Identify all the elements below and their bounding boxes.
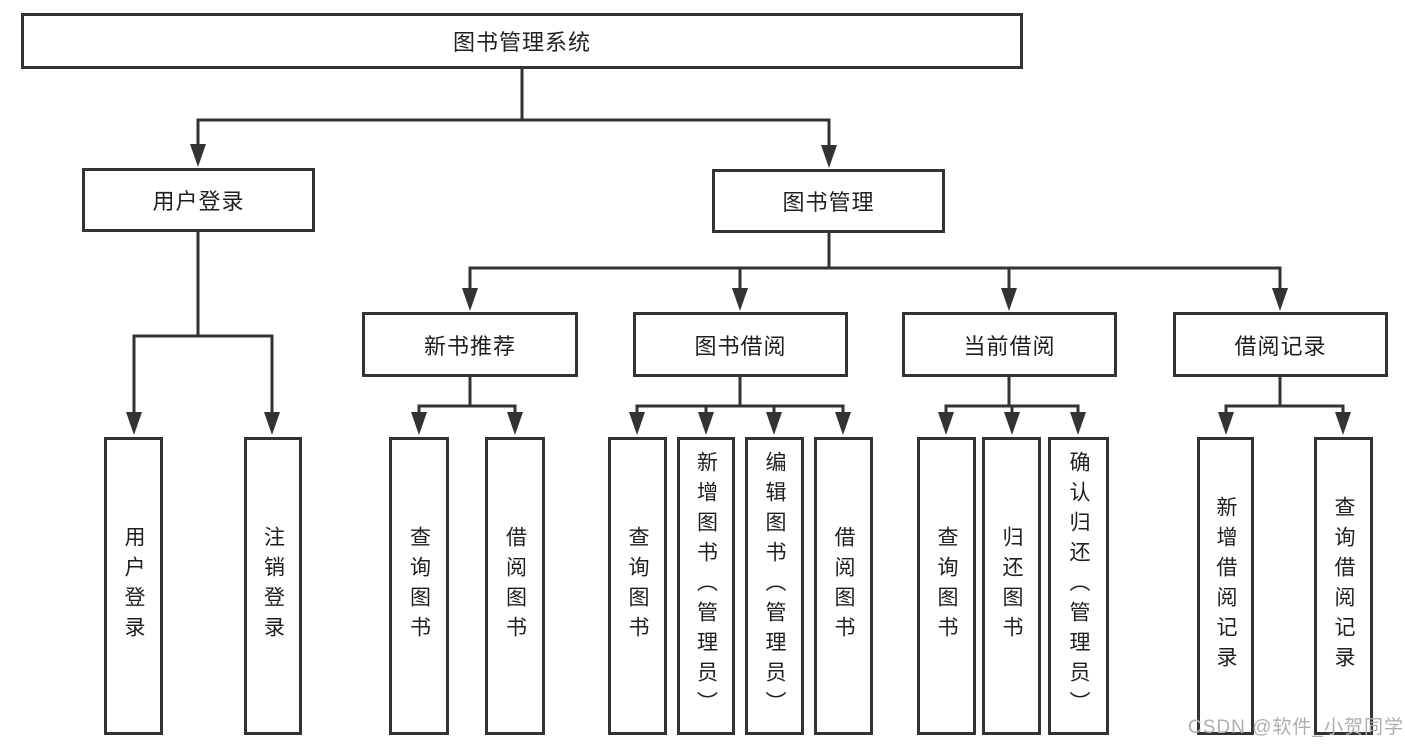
leaf-label: 借阅图书	[832, 526, 855, 646]
leaf-query-books-borrowing: 查询图书	[608, 437, 667, 735]
node-label: 图书借阅	[694, 333, 787, 359]
leaf-label: 新增借阅记录	[1214, 496, 1237, 676]
leaf-label: 注销登录	[261, 526, 285, 646]
leaf-confirm-return-admin: 确认归还（管理员）	[1048, 437, 1109, 735]
leaf-label: 归还图书	[1000, 526, 1023, 646]
node-user-login: 用户登录	[82, 168, 315, 232]
node-borrow-records: 借阅记录	[1173, 312, 1388, 377]
node-label: 当前借阅	[963, 333, 1056, 359]
csdn-watermark: CSDN @软件_小贺同学	[1188, 717, 1404, 738]
leaf-query-books-recommend: 查询图书	[389, 437, 449, 735]
leaf-label: 新增图书（管理员）	[694, 451, 718, 721]
arrow-head-icons	[126, 144, 1351, 435]
leaf-label: 查询图书	[935, 526, 958, 646]
leaf-borrow-books-recommend: 借阅图书	[485, 437, 545, 735]
node-label: 图书管理	[782, 190, 875, 215]
leaf-label: 编辑图书（管理员）	[763, 451, 786, 721]
node-book-borrowing: 图书借阅	[633, 312, 848, 377]
leaf-add-books-admin: 新增图书（管理员）	[677, 437, 735, 735]
leaf-user-login: 用户登录	[104, 437, 163, 735]
connector-paths	[132, 65, 1345, 417]
node-label: 图书管理系统	[452, 30, 591, 55]
node-label: 新书推荐	[423, 333, 516, 359]
node-new-book-recommend: 新书推荐	[362, 312, 578, 377]
node-label: 借阅记录	[1234, 333, 1327, 359]
leaf-add-borrow-record: 新增借阅记录	[1197, 437, 1254, 735]
leaf-label: 查询图书	[626, 526, 649, 646]
leaf-label: 用户登录	[122, 526, 145, 646]
leaf-label: 借阅图书	[503, 526, 527, 646]
leaf-borrow-books-borrowing: 借阅图书	[814, 437, 873, 735]
node-root-system: 图书管理系统	[21, 13, 1023, 69]
leaf-query-books-current: 查询图书	[917, 437, 976, 735]
node-book-management: 图书管理	[712, 169, 945, 233]
leaf-return-books: 归还图书	[982, 437, 1041, 735]
leaf-label: 查询图书	[407, 526, 431, 646]
node-label: 用户登录	[152, 189, 245, 214]
leaf-label: 确认归还（管理员）	[1067, 451, 1090, 721]
leaf-label: 查询借阅记录	[1332, 496, 1355, 676]
leaf-edit-books-admin: 编辑图书（管理员）	[745, 437, 804, 735]
leaf-logout: 注销登录	[244, 437, 302, 735]
leaf-query-borrow-record: 查询借阅记录	[1314, 437, 1373, 735]
node-current-borrowing: 当前借阅	[902, 312, 1117, 377]
